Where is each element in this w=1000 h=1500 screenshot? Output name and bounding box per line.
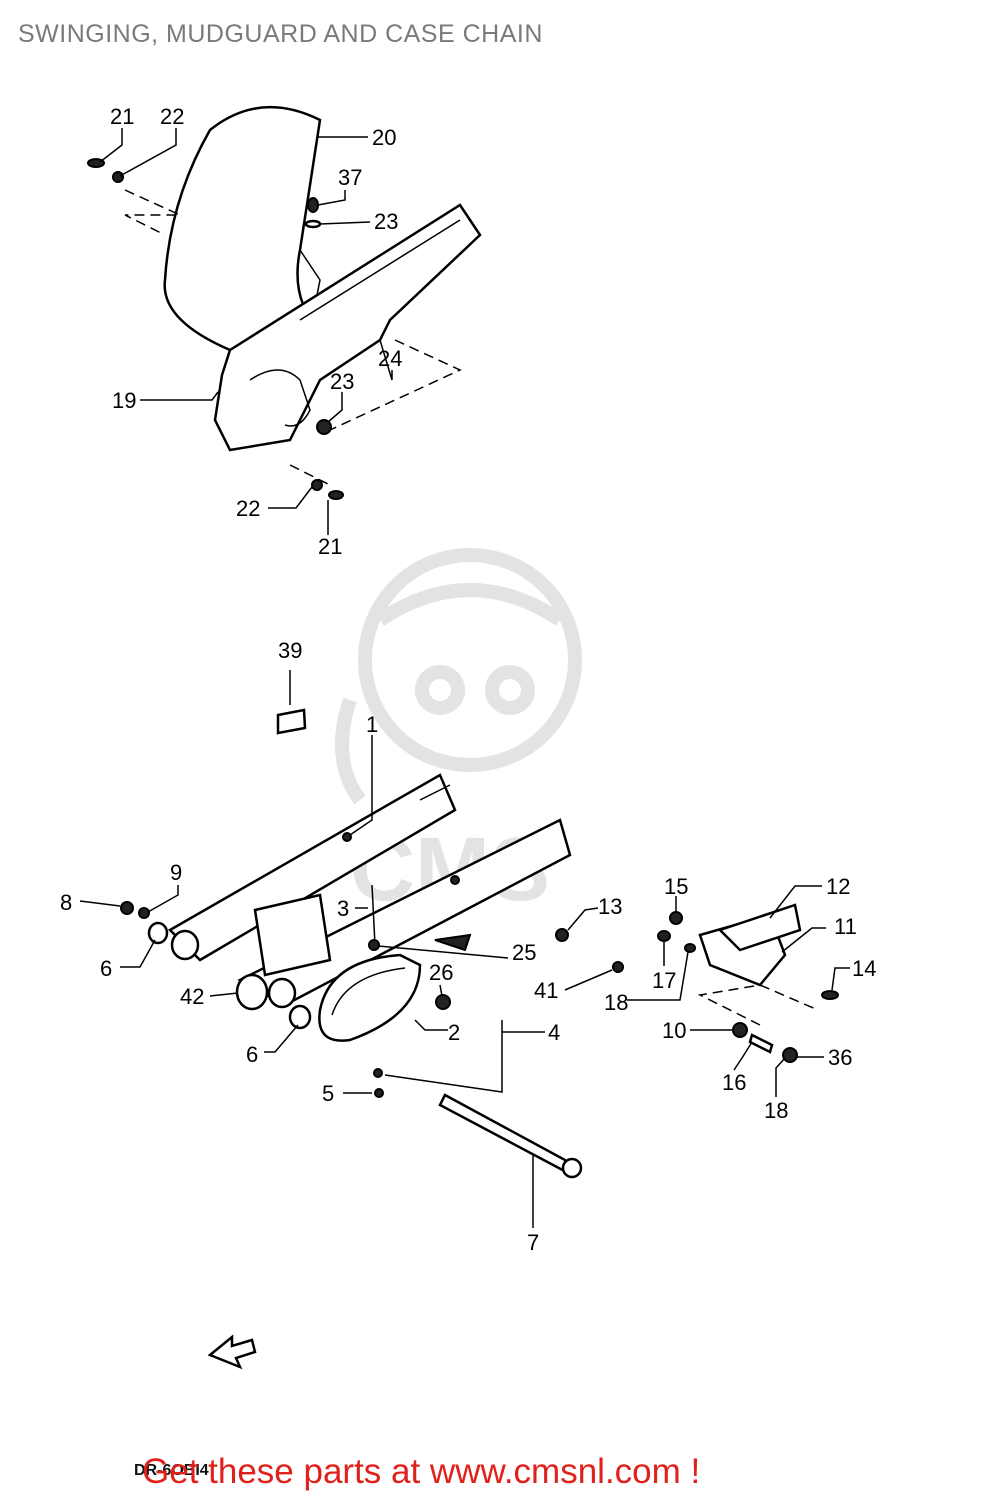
callout-4: 4 [548,1020,560,1045]
washer-22-bottom [311,479,323,491]
bush-left [267,977,297,1009]
callout-2: 2 [448,1020,460,1045]
callout-6-bottom: 6 [246,1042,258,1067]
bolt-21-bottom [328,490,344,500]
callout-13: 13 [598,894,622,919]
pivot-shaft-7 [438,1093,575,1178]
callout-41: 41 [534,978,558,1003]
chain-case [213,203,482,452]
washer-5a [373,1068,383,1078]
stopper-26 [435,994,451,1010]
chain-adjuster-parts [555,903,839,1063]
washer-22-top [112,171,124,183]
callout-26: 26 [429,960,453,985]
screw-37 [307,197,319,213]
callout-19: 19 [112,388,136,413]
callout-11: 11 [834,914,857,939]
callout-36: 36 [828,1045,852,1070]
callout-3: 3 [337,896,349,921]
pivot-and-bolts [368,884,583,1179]
callout-16: 16 [722,1070,746,1095]
callout-15: 15 [664,874,688,899]
screw-13 [555,928,569,942]
callout-17: 17 [652,968,676,993]
callout-24: 24 [378,346,402,371]
callout-9: 9 [170,860,182,885]
callout-6-top: 6 [100,956,112,981]
bush-right [170,929,200,961]
callout-37: 37 [338,165,362,190]
bolt-3 [371,884,376,946]
callout-12: 12 [826,874,850,899]
bolt-15 [669,911,683,925]
callout-25: 25 [512,940,536,965]
guide-25 [434,933,472,952]
screw-14 [821,990,839,1000]
callout-39: 39 [278,638,302,663]
seal-42 [235,973,269,1011]
callout-18-bottom: 18 [764,1098,788,1123]
washer-9 [138,907,150,919]
bush-6-top [147,921,169,945]
callout-23-top: 23 [374,209,398,234]
bush-6-bottom [288,1004,312,1030]
nut-5 [374,1088,384,1098]
callout-22-bottom: 22 [236,496,260,521]
diagram-code: DR-6OBI4 [134,1462,209,1479]
label-plate-39 [276,708,307,735]
nut-41 [612,961,624,973]
callout-1: 1 [366,712,378,737]
nut-10 [732,1022,748,1038]
callout-7: 7 [527,1230,539,1255]
footer-link-text[interactable]: Get these parts at www.cmsnl.com ! [142,1452,701,1491]
upper-leader-lines [99,128,462,535]
page-title: SWINGING, MUDGUARD AND CASE CHAIN [18,20,543,48]
callout-23-bottom: 23 [330,369,354,394]
callout-42: 42 [180,984,204,1009]
callout-14: 14 [852,956,876,981]
bolt-21-top [87,158,105,168]
seal-8 [120,901,134,915]
callout-21-top: 21 [110,104,134,129]
callout-numbers: 21 22 20 37 23 19 23 24 22 21 39 1 9 8 3… [60,104,876,1255]
washer-18 [684,943,696,953]
upper-fasteners [87,158,344,500]
nut-23-bottom [316,419,332,435]
callout-18-top: 18 [604,990,628,1015]
callout-22-top: 22 [160,104,184,129]
forward-arrow-icon [207,1334,257,1370]
callout-8: 8 [60,890,72,915]
chain-buffer [318,953,422,1042]
bushes-and-seals [120,901,312,1030]
callout-20: 20 [372,125,396,150]
washer-23-top [304,219,322,229]
plate-12 [717,903,802,952]
callout-21-bottom: 21 [318,534,342,559]
pin-16 [748,1033,774,1054]
spring-36 [782,1047,798,1063]
bolt-17 [657,930,671,942]
lower-leader-lines [79,670,850,1228]
callout-10: 10 [662,1018,686,1043]
callout-5: 5 [322,1081,334,1106]
